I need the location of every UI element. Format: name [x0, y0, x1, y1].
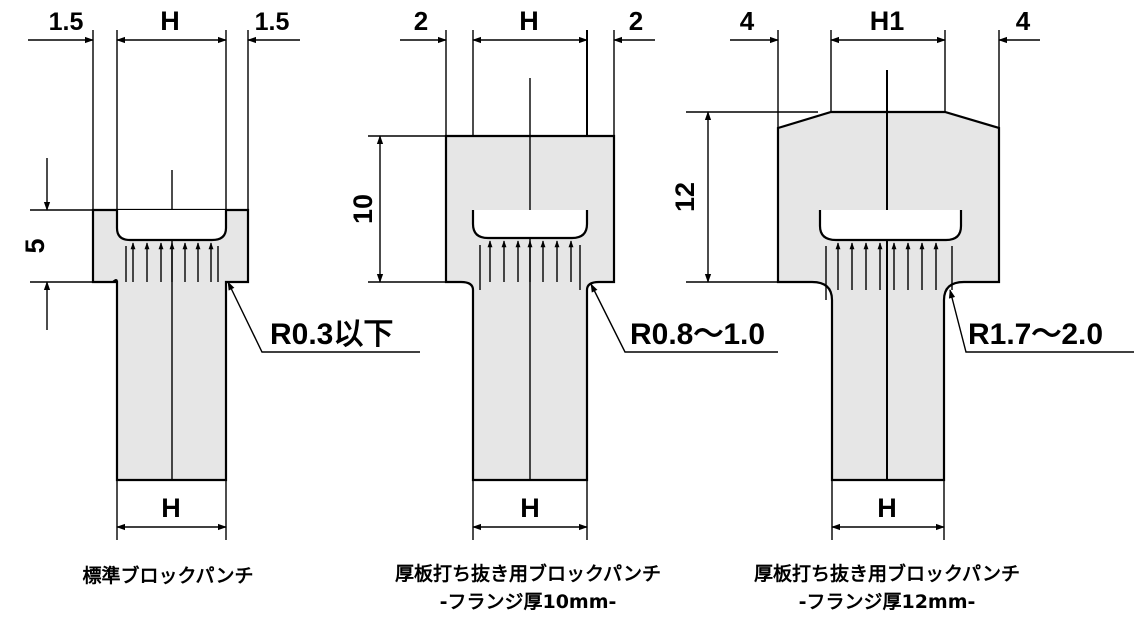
diagram-standard-punch: 1.5 H 1.5 5 R0.3以下 H 標準ブロックパンチ	[20, 6, 420, 587]
pocket-outline	[115, 210, 228, 242]
dim-left-flange: 4	[740, 6, 755, 36]
dim-right-flange: 2	[629, 6, 643, 36]
diagram-thick-plate-punch-12: 4 H1 4 12 R1.7～2.0 H 厚板打ち抜き用ブロックパンチ -フラン…	[670, 6, 1134, 613]
radius-label: R0.3以下	[270, 318, 393, 351]
dim-flange-height: 10	[348, 194, 378, 224]
radius-label: R1.7～2.0	[968, 318, 1103, 351]
dim-bottom-width: H	[161, 493, 181, 523]
dim-top-width: H	[519, 6, 539, 36]
caption: 標準ブロックパンチ	[82, 564, 253, 587]
dim-right-flange: 4	[1016, 6, 1031, 36]
caption: 厚板打ち抜き用ブロックパンチ	[395, 562, 661, 585]
dim-bottom-width: H	[877, 493, 897, 523]
dim-bottom-width: H	[520, 493, 540, 523]
diagram-thick-plate-punch-10: 2 H 2 10 R0.8～1.0 H 厚板打ち抜き用ブロックパンチ -フランジ…	[348, 6, 778, 613]
pocket-outline	[818, 210, 963, 242]
dim-left-flange: 2	[414, 6, 428, 36]
punch-body	[776, 110, 1001, 482]
radius-label: R0.8～1.0	[630, 318, 765, 351]
punch-body	[91, 208, 250, 482]
subcaption: -フランジ厚10mm-	[440, 591, 617, 613]
pocket-outline	[471, 210, 589, 240]
dim-flange-height: 5	[20, 238, 50, 253]
load-arrows	[825, 242, 953, 300]
dim-top-width: H1	[870, 6, 905, 36]
caption: 厚板打ち抜き用ブロックパンチ	[754, 562, 1020, 585]
subcaption: -フランジ厚12mm-	[799, 591, 976, 613]
dim-top-width: H	[160, 6, 180, 36]
load-arrows	[125, 242, 219, 282]
dim-flange-height: 12	[670, 182, 700, 212]
load-arrows	[479, 240, 581, 290]
dim-right-flange: 1.5	[255, 8, 290, 36]
dim-left-flange: 1.5	[49, 8, 84, 36]
